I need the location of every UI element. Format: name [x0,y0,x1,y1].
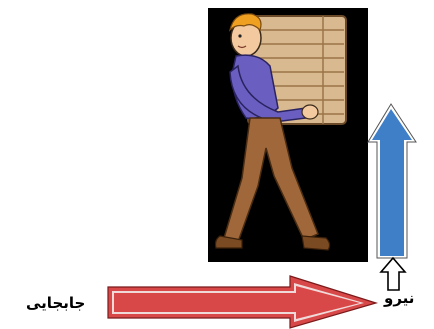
force-arrow [368,104,416,258]
small-up-arrow-shape [381,258,405,290]
force-label: نیرو [384,289,414,307]
displacement-arrow [108,276,376,328]
small-up-arrow [381,258,405,290]
displacement-label: جابجایی [26,294,85,312]
